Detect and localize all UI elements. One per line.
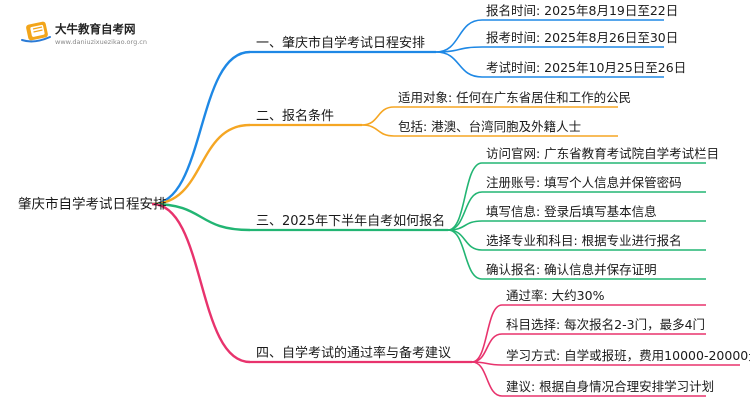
leaf-connector [435, 51, 483, 78]
leaf-connector [471, 304, 503, 363]
leaf-label: 报名时间: 2025年8月19日至22日 [486, 3, 678, 18]
branch-connector [151, 123, 251, 206]
leaf-label: 访问官网: 广东省教育考试院自学考试栏目 [486, 146, 719, 161]
logo: 大牛教育自考网 www.daniuzixuezikao.org.cn [21, 21, 147, 46]
leaf-connector [447, 229, 483, 280]
leaf-label: 包括: 港澳、台湾同胞及外籍人士 [398, 119, 581, 134]
leaf-connector [361, 124, 395, 137]
leaf-connector [435, 46, 483, 53]
logo-title: 大牛教育自考网 [55, 22, 136, 36]
leaf-label: 建议: 根据自身情况合理安排学习计划 [506, 379, 714, 394]
branch-connector [151, 202, 251, 364]
leaf-connector [361, 106, 395, 126]
leaf-label: 填写信息: 登录后填写基本信息 [486, 204, 657, 219]
leaf-label: 适用对象: 任何在广东省居住和工作的公民 [398, 90, 631, 105]
branch-label: 四、自学考试的通过率与备考建议 [256, 345, 451, 361]
book-icon [21, 21, 51, 43]
branch-connector [151, 202, 251, 232]
leaf-connector [471, 361, 503, 397]
leaf-label: 确认报名: 确认信息并保存证明 [486, 262, 657, 277]
leaf-label: 学习方式: 自学或报班，费用10000-20000元 [506, 348, 750, 363]
leaf-label: 通过率: 大约30% [506, 288, 605, 303]
leaf-label: 注册账号: 填写个人信息并保管密码 [486, 175, 682, 190]
connector-lines [151, 19, 740, 397]
leaf-connector [447, 162, 483, 231]
branch-connector [151, 50, 251, 206]
leaf-label: 报考时间: 2025年8月26日至30日 [486, 30, 678, 45]
leaf-label: 选择专业和科目: 根据专业进行报名 [486, 233, 682, 248]
logo-url: www.daniuzixuezikao.org.cn [55, 38, 147, 46]
leaf-label: 考试时间: 2025年10月25日至26日 [486, 60, 686, 75]
nodes: 肇庆市自学考试日程安排 一、肇庆市自学考试日程安排 报名时间: 2025年8月19日… [18, 3, 750, 394]
branch-label: 一、肇庆市自学考试日程安排 [256, 35, 425, 51]
leaf-label: 科目选择: 每次报名2-3门，最多4门 [506, 317, 705, 332]
leaf-connector [471, 333, 503, 363]
branch-label: 三、2025年下半年自考如何报名 [256, 213, 445, 229]
branch-label: 二、报名条件 [256, 108, 334, 124]
leaf-connector [447, 229, 483, 251]
root-topic: 肇庆市自学考试日程安排 [18, 196, 167, 213]
